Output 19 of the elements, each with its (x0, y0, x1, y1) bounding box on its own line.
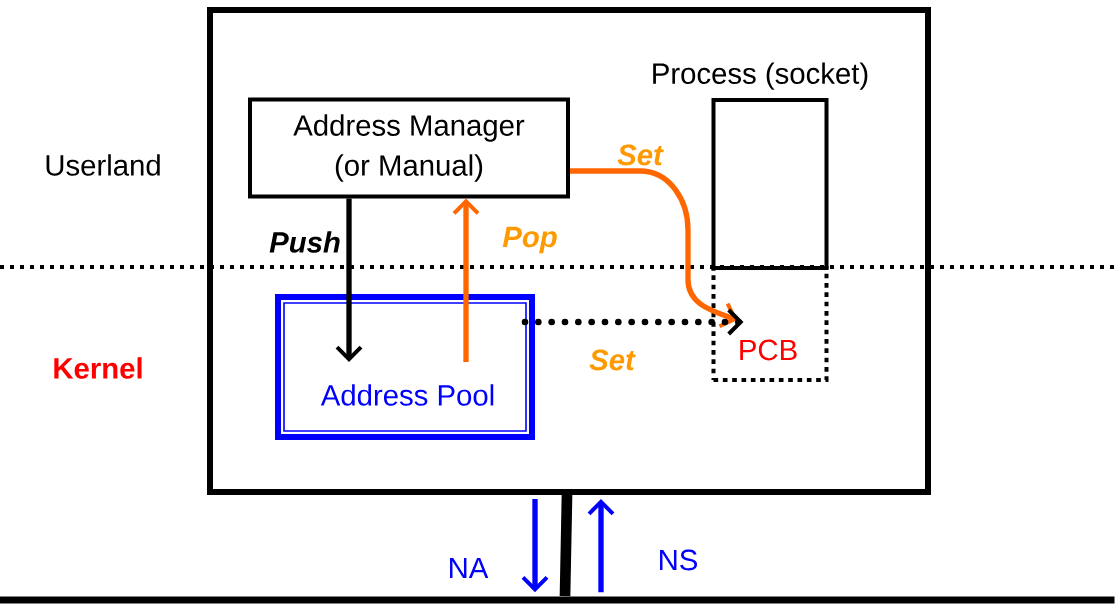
arrow (335, 198, 363, 362)
arrow (452, 198, 480, 362)
process-box: Address Manager (or Manual) (248, 97, 570, 199)
edge-label: NA (446, 556, 490, 580)
layer-label: Kernel (54, 357, 142, 379)
edge-label: NS (656, 548, 700, 572)
edge-label: Pop (500, 225, 560, 255)
host-box (207, 7, 931, 495)
arrow (521, 499, 549, 593)
arrow (587, 499, 615, 593)
pcb-box: PCB (711, 266, 829, 382)
edge-label: Set (615, 143, 665, 167)
pool-box: Address Pool (275, 294, 535, 440)
arrow (521, 308, 744, 336)
edge-label: Set (587, 348, 637, 372)
arrow (570, 168, 738, 328)
edge-label: Push (267, 229, 343, 255)
node-label: Process (socket) (653, 62, 868, 90)
layer-label: Userland (46, 154, 160, 176)
